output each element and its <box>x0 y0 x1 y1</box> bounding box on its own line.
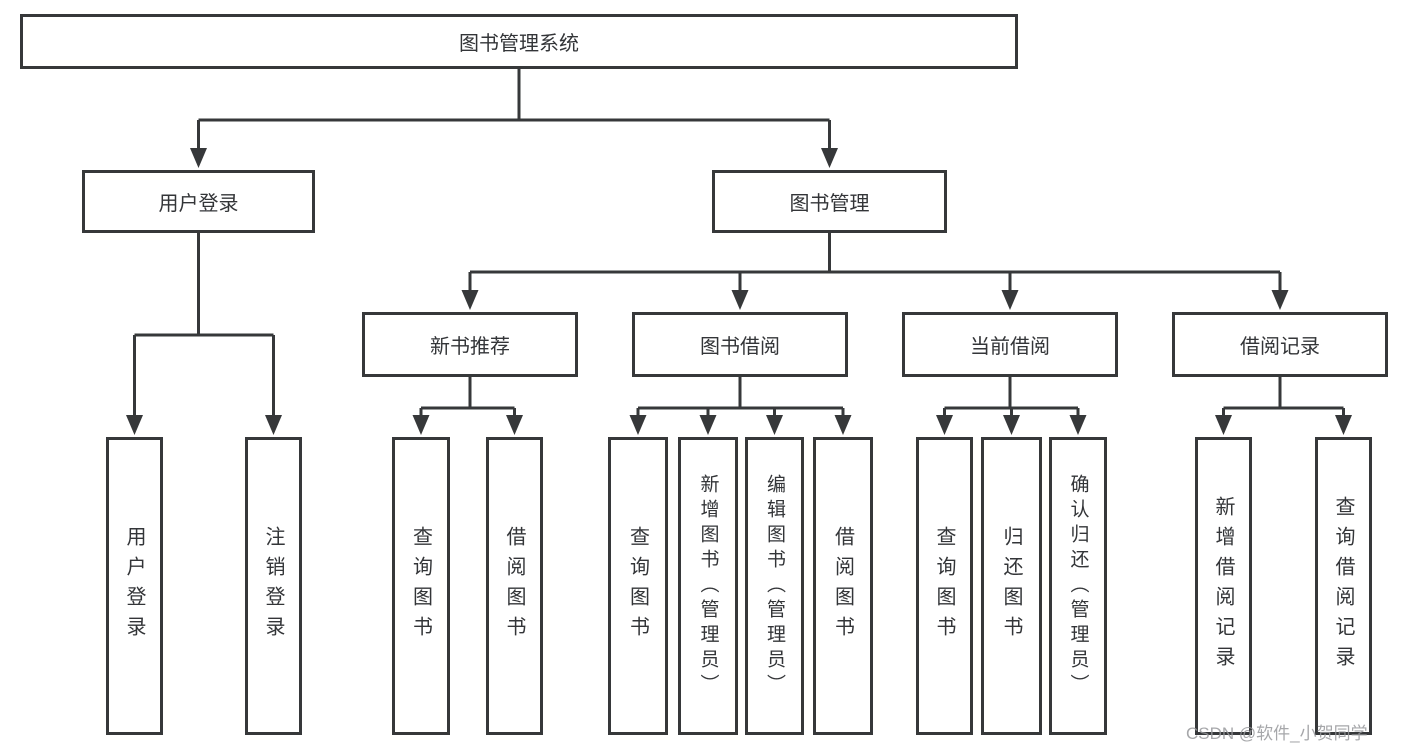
arrow-down-icon <box>766 415 783 435</box>
node-borrow-books-recommend: 借阅图书 <box>486 437 543 735</box>
node-borrowing-records: 借阅记录 <box>1172 312 1388 377</box>
node-book-borrowing: 图书借阅 <box>632 312 848 377</box>
node-add-borrow-record: 新增借阅记录 <box>1195 437 1252 735</box>
arrow-down-icon <box>1335 415 1352 435</box>
node-book-management: 图书管理 <box>712 170 947 233</box>
node-current-borrowing: 当前借阅 <box>902 312 1118 377</box>
arrow-down-icon <box>506 415 523 435</box>
arrow-down-icon <box>461 290 479 310</box>
node-query-borrow-record: 查询借阅记录 <box>1315 437 1372 735</box>
arrow-down-icon <box>1069 415 1087 435</box>
node-return-books: 归还图书 <box>981 437 1042 735</box>
node-confirm-return-admin: 确认归还（管理员） <box>1049 437 1107 735</box>
node-edit-book-admin: 编辑图书（管理员） <box>745 437 804 735</box>
arrow-down-icon <box>1001 290 1019 310</box>
arrow-down-icon <box>629 415 647 435</box>
node-user-login: 用户登录 <box>82 170 315 233</box>
node-user-login-leaf: 用户登录 <box>106 437 163 735</box>
node-borrow-books-leaf: 借阅图书 <box>813 437 873 735</box>
node-new-book-recommend: 新书推荐 <box>362 312 578 377</box>
node-logout-login: 注销登录 <box>245 437 302 735</box>
arrow-down-icon <box>731 290 749 310</box>
arrow-down-icon <box>412 415 430 435</box>
arrow-down-icon <box>1271 290 1289 310</box>
arrow-down-icon <box>821 148 838 168</box>
node-library-system: 图书管理系统 <box>20 14 1018 69</box>
node-query-books-current: 查询图书 <box>916 437 973 735</box>
node-query-books-recommend: 查询图书 <box>392 437 450 735</box>
arrow-down-icon <box>834 415 852 435</box>
node-add-book-admin: 新增图书（管理员） <box>678 437 738 735</box>
arrow-down-icon <box>1215 415 1232 435</box>
csdn-watermark: CSDN @软件_小贺同学 <box>1186 724 1368 743</box>
arrow-down-icon <box>936 415 953 435</box>
arrow-down-icon <box>1003 415 1020 435</box>
arrow-down-icon <box>126 415 143 435</box>
node-query-books-borrowing: 查询图书 <box>608 437 668 735</box>
arrow-down-icon <box>265 415 282 435</box>
arrow-down-icon <box>190 148 207 168</box>
arrow-down-icon <box>699 415 717 435</box>
